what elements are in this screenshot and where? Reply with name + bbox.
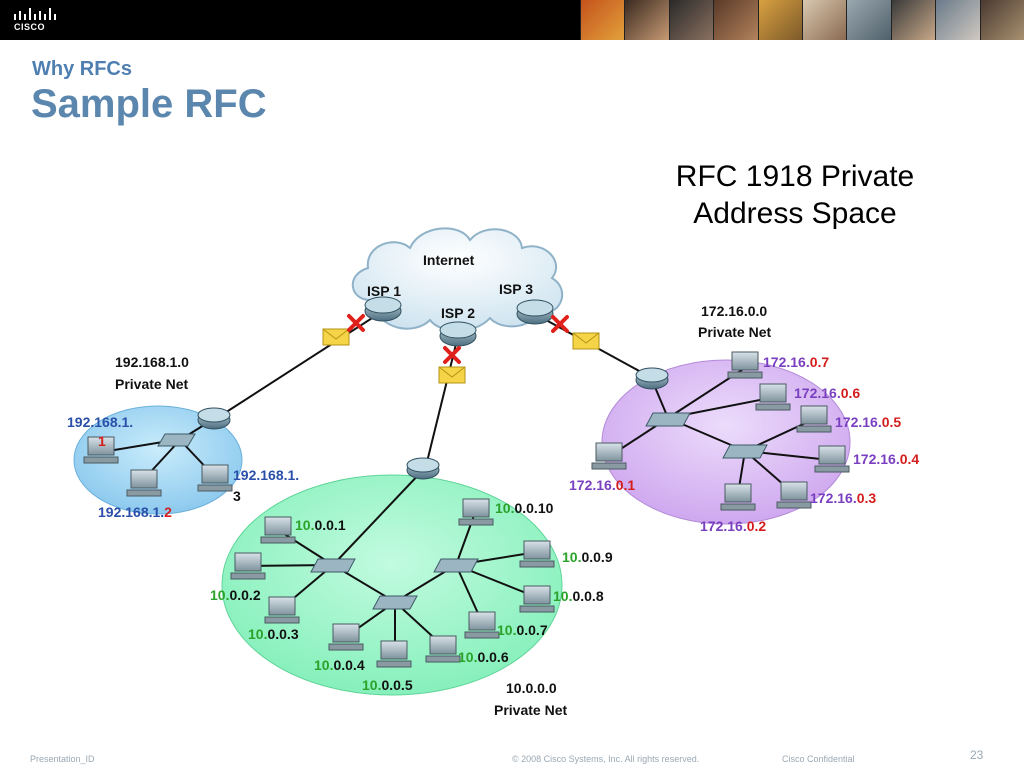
host-address: 10.0.0.7 (497, 622, 548, 638)
router-icon (364, 296, 402, 322)
switch-icon (310, 558, 356, 573)
router-icon (516, 299, 554, 325)
host-address: 192.168.1.2 (98, 504, 172, 520)
router-icon (635, 367, 669, 390)
footer-confidential: Cisco Confidential (782, 754, 855, 764)
pc-icon (83, 436, 119, 464)
network-label: Private Net (494, 702, 567, 718)
host-address: 10.0.0.2 (210, 587, 261, 603)
host-address: 10.0.0.1 (295, 517, 346, 533)
slide-subtitle: Why RFCs (32, 58, 132, 80)
pc-icon (230, 552, 266, 580)
page-number: 23 (970, 748, 984, 762)
pc-icon (591, 442, 627, 470)
host-address: 172.16.0.4 (853, 451, 919, 467)
pc-icon (720, 483, 756, 511)
blocked-x-icon (347, 314, 365, 332)
network-address: 192.168.1.0 (115, 354, 189, 370)
photo-tile (979, 0, 1024, 40)
rfc-caption-line1: RFC 1918 Private (675, 160, 915, 193)
blocked-x-icon (551, 315, 569, 333)
photo-tile (580, 0, 625, 40)
switch-icon (722, 444, 768, 459)
slide-title: Sample RFC (31, 82, 267, 126)
pc-icon (197, 464, 233, 492)
pc-icon (376, 640, 412, 668)
pc-icon (264, 596, 300, 624)
host-address: 172.16.0.2 (700, 518, 766, 534)
envelope-icon (438, 366, 466, 384)
host-address: 10.0.0.4 (314, 657, 365, 673)
host-address: 192.168.1. (67, 414, 133, 430)
network-label: Private Net (698, 324, 771, 340)
photo-tile (846, 0, 891, 40)
photo-strip (580, 0, 1024, 40)
envelope-icon (322, 328, 350, 346)
rfc-caption: RFC 1918 Private Address Space (640, 158, 950, 232)
switch-icon (645, 412, 691, 427)
photo-tile (890, 0, 936, 40)
pc-icon (464, 611, 500, 639)
switch-icon (433, 558, 479, 573)
top-banner: CISCO (0, 0, 1024, 40)
pc-icon (755, 383, 791, 411)
pc-icon (260, 516, 296, 544)
photo-tile (624, 0, 669, 40)
photo-tile (935, 0, 980, 40)
pc-icon (727, 351, 763, 379)
host-address: 10.0.0.10 (495, 500, 554, 516)
host-address: 172.16.0.1 (569, 477, 635, 493)
pc-icon (458, 498, 494, 526)
host-address: 172.16.0.6 (794, 385, 860, 401)
logo-text: CISCO (14, 22, 46, 32)
photo-tile (802, 0, 847, 40)
switch-icon (372, 595, 418, 610)
pc-icon (328, 623, 364, 651)
host-address: 3 (233, 488, 241, 504)
host-address: 192.168.1. (233, 467, 299, 483)
footer-copyright: © 2008 Cisco Systems, Inc. All rights re… (512, 754, 700, 764)
pc-icon (796, 405, 832, 433)
photo-tile (757, 0, 803, 40)
isp1-label: ISP 1 (367, 283, 401, 299)
green-network-area (221, 474, 563, 696)
pc-icon (519, 585, 555, 613)
router-icon (439, 321, 477, 347)
network-address: 10.0.0.0 (506, 680, 557, 696)
pc-icon (814, 445, 850, 473)
host-address: 10.0.0.3 (248, 626, 299, 642)
internet-label: Internet (423, 252, 475, 268)
host-address: 10.0.0.8 (553, 588, 604, 604)
host-address: 172.16.0.3 (810, 490, 876, 506)
isp3-label: ISP 3 (499, 281, 533, 297)
photo-tile (713, 0, 758, 40)
host-address: 172.16.0.7 (763, 354, 829, 370)
host-address: 1 (98, 433, 106, 449)
footer-presentation-id: Presentation_ID (30, 754, 95, 764)
network-address: 172.16.0.0 (701, 303, 767, 319)
photo-tile (668, 0, 714, 40)
router-icon (406, 457, 440, 480)
rfc-caption-line2: Address Space (693, 197, 897, 230)
cisco-logo-icon (14, 8, 56, 20)
isp2-label: ISP 2 (441, 305, 475, 321)
pc-icon (519, 540, 555, 568)
host-address: 10.0.0.5 (362, 677, 413, 693)
host-address: 10.0.0.6 (458, 649, 509, 665)
host-address: 172.16.0.5 (835, 414, 901, 430)
router-icon (197, 407, 231, 430)
host-address: 10.0.0.9 (562, 549, 613, 565)
pc-icon (425, 635, 461, 663)
blocked-x-icon (443, 346, 461, 364)
envelope-icon (572, 332, 600, 350)
network-label: Private Net (115, 376, 188, 392)
pc-icon (776, 481, 812, 509)
switch-icon (157, 433, 196, 447)
pc-icon (126, 469, 162, 497)
